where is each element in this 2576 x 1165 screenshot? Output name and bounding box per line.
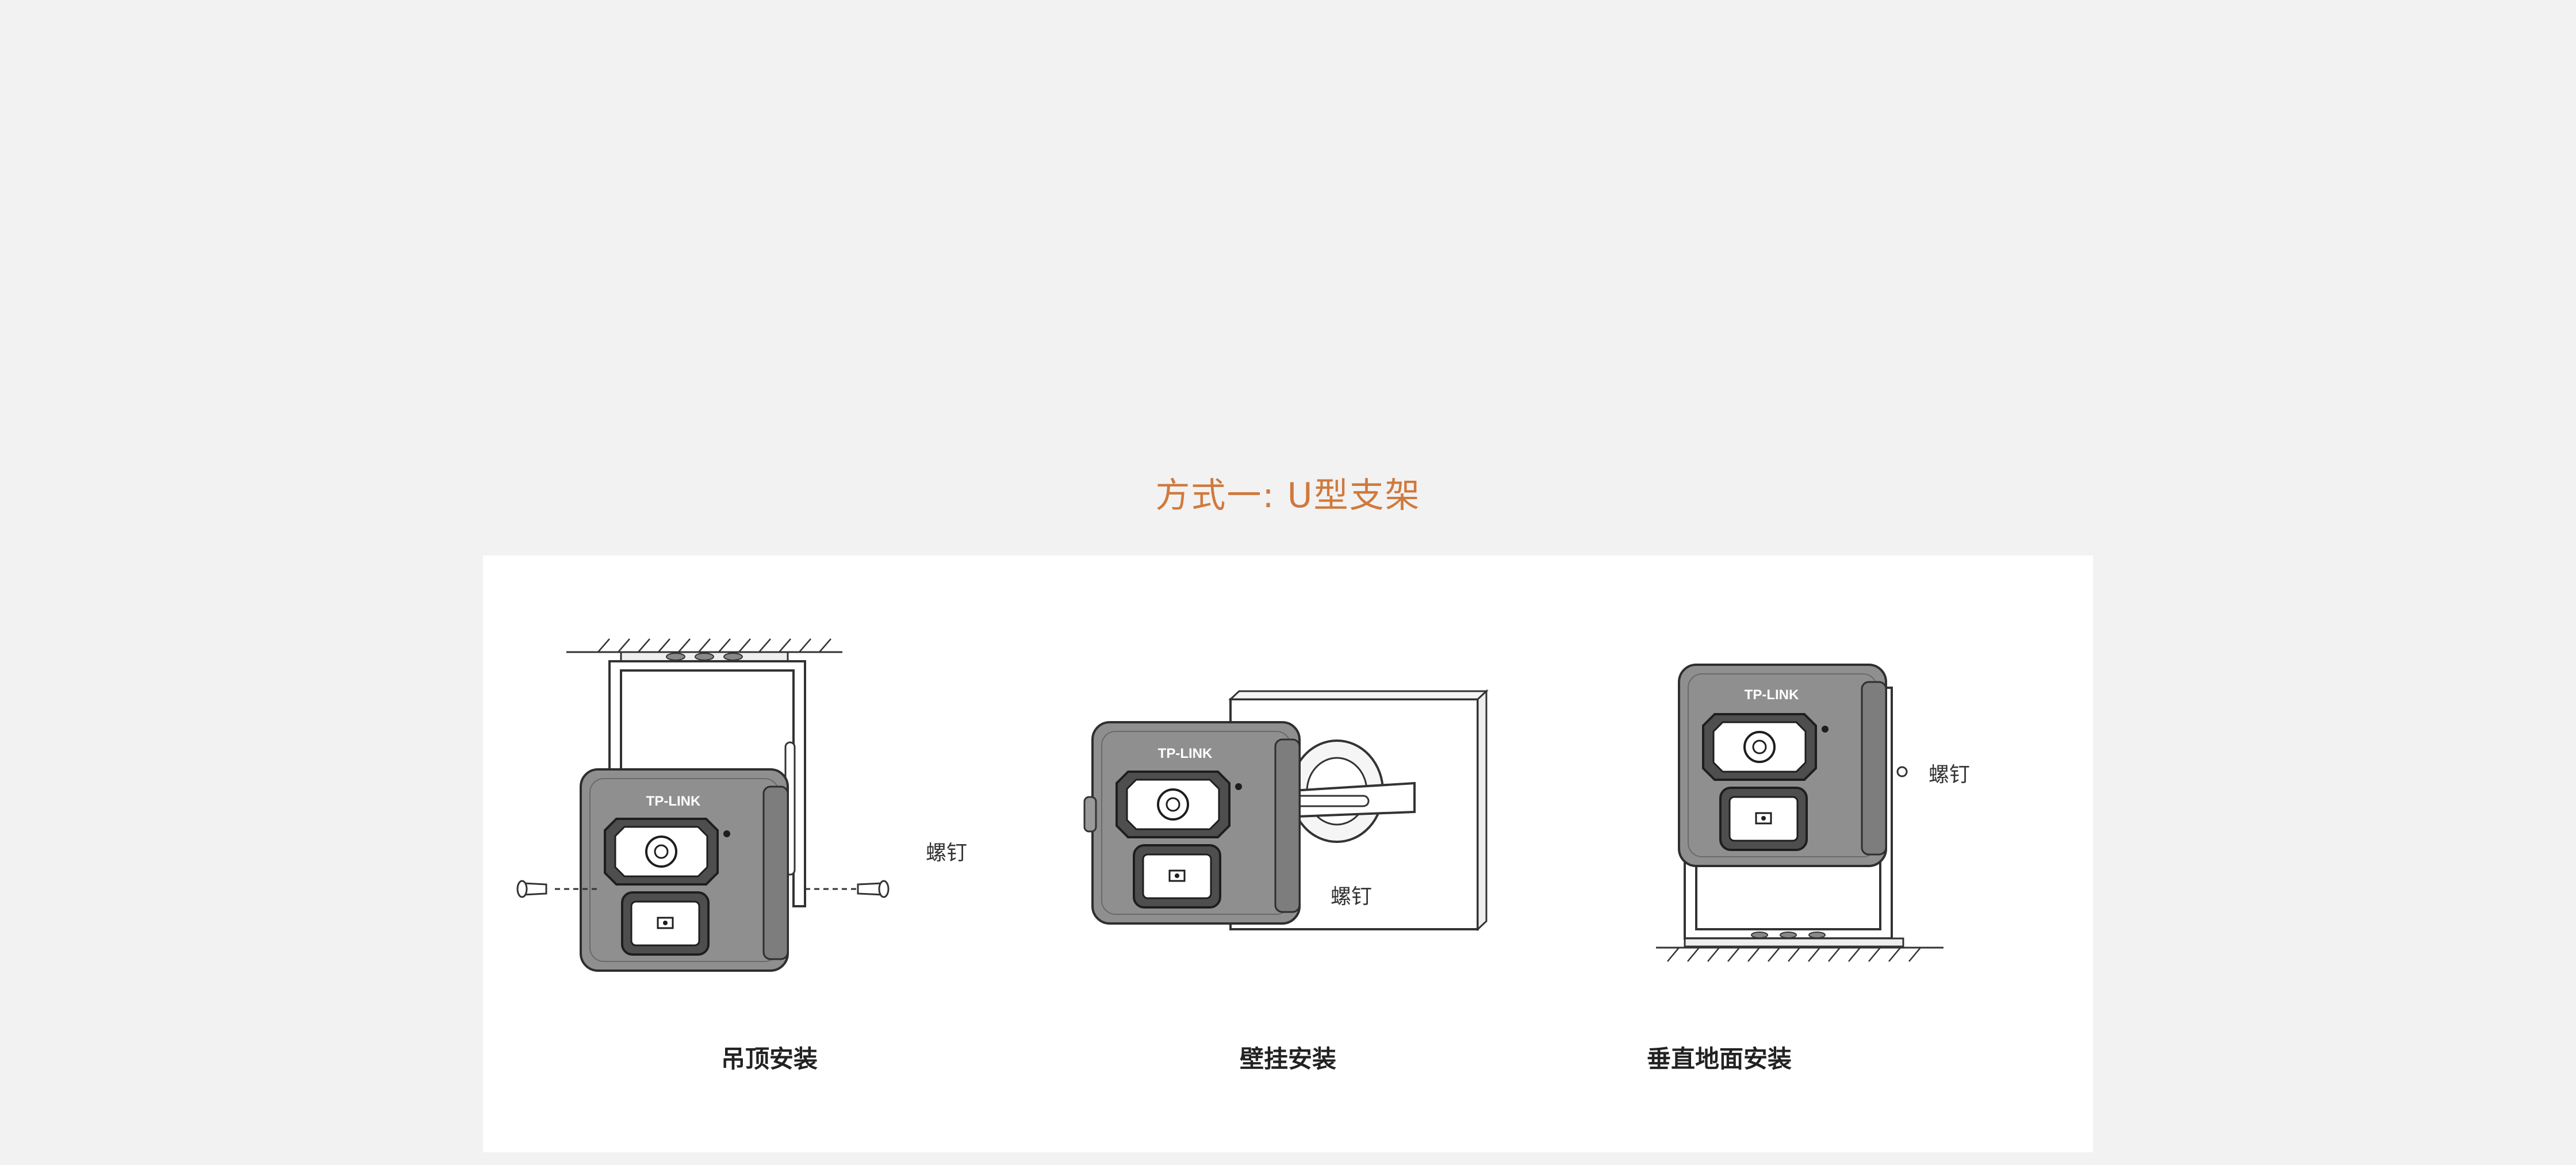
- tp-link-logo: TP-LINK: [1158, 746, 1213, 761]
- wall-screw-label: 螺钉: [1331, 885, 1373, 909]
- ceiling-mount-caption: 吊顶安装: [720, 1045, 818, 1073]
- tp-link-logo: TP-LINK: [1745, 687, 1799, 703]
- section-title: 方式一: U型支架: [1155, 476, 1421, 516]
- ceiling-screw-label: 螺钉: [926, 841, 968, 865]
- installation-panel: TP-LINK 螺钉 吊顶安装: [483, 555, 2093, 1152]
- ground-mount-illustration: TP-LINK: [1656, 664, 1943, 962]
- wall-mount-illustration: TP-LINK: [1083, 689, 1489, 932]
- ceiling-mount-illustration: TP-LINK: [516, 638, 890, 972]
- tp-link-logo: TP-LINK: [646, 794, 701, 809]
- ground-screw-label: 螺钉: [1929, 763, 1971, 787]
- wall-mount-caption: 壁挂安装: [1239, 1045, 1336, 1073]
- ground-mount-caption: 垂直地面安装: [1646, 1045, 1792, 1073]
